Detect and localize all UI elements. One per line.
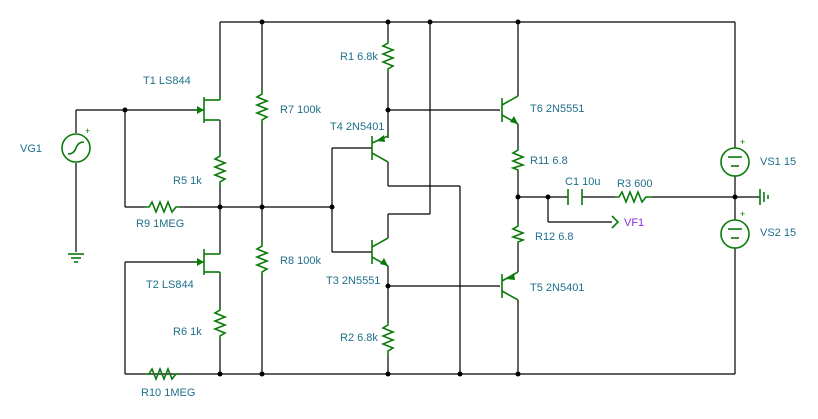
resistor-r7: [254, 90, 270, 124]
label-t6: T6 2N5551: [530, 103, 584, 115]
label-r11: R11 6.8: [530, 155, 568, 167]
label-t3: T3 2N5551: [326, 275, 380, 287]
jfet-t1: [194, 96, 221, 123]
voltage-source-vs1: +: [720, 137, 750, 177]
label-r10: R10 1MEG: [141, 387, 195, 399]
resistor-r10: [145, 366, 180, 382]
voltage-probe-vf1: [611, 215, 620, 229]
polarity-plus: +: [85, 126, 90, 136]
label-vg1: VG1: [20, 143, 42, 155]
wires: [75, 21, 760, 375]
signal-generator-vg1: +: [61, 126, 91, 163]
jfet-t2: [194, 249, 221, 276]
label-t1: T1 LS844: [143, 75, 191, 87]
ground-symbol-left: [68, 253, 84, 263]
label-r12: R12 6.8: [535, 231, 574, 243]
label-vs1: VS1 15: [760, 156, 796, 168]
resistor-r2: [380, 322, 396, 356]
label-r3: R3 600: [617, 178, 652, 190]
label-vs2: VS2 15: [760, 227, 796, 239]
label-vf1: VF1: [624, 217, 644, 229]
label-t5: T5 2N5401: [530, 282, 584, 294]
resistor-r5: [212, 152, 228, 186]
label-r8: R8 100k: [280, 255, 321, 267]
resistor-r12: [510, 224, 526, 244]
label-r6: R6 1k: [173, 326, 202, 338]
label-c1: C1 10u: [565, 176, 600, 188]
label-t2: T2 LS844: [146, 279, 194, 291]
label-t4: T4 2N5401: [330, 121, 384, 133]
label-r1: R1 6.8k: [340, 51, 378, 63]
label-r7: R7 100k: [280, 104, 321, 116]
resistor-r8: [254, 242, 270, 276]
label-r9: R9 1MEG: [136, 218, 184, 230]
polarity-plus: +: [740, 137, 745, 147]
bjt-t3: [371, 237, 389, 267]
bjt-t4: [371, 133, 389, 163]
label-r5: R5 1k: [173, 175, 202, 187]
junction-dots: [122, 19, 738, 377]
label-r2: R2 6.8k: [340, 332, 378, 344]
resistor-r1: [380, 40, 396, 72]
bjt-t5: [501, 271, 519, 301]
voltage-source-vs2: +: [720, 209, 750, 249]
resistor-r6: [212, 306, 228, 340]
resistor-r11: [510, 148, 526, 172]
bjt-t6: [501, 95, 519, 125]
capacitor-c1: [567, 189, 583, 205]
resistor-r9: [145, 199, 180, 215]
polarity-plus: +: [740, 209, 745, 219]
ground-symbol-right: [759, 189, 769, 205]
resistor-r3: [615, 189, 652, 205]
